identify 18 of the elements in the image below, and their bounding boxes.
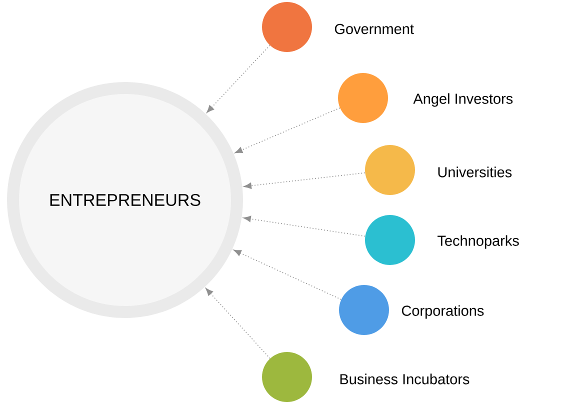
colored-circle: [365, 145, 415, 195]
circle-label: Universities: [438, 166, 512, 178]
colored-circle: [338, 73, 388, 123]
arrow: [206, 288, 270, 359]
circle-label: Business Incubators: [340, 374, 470, 384]
colored-circle: [339, 285, 389, 335]
circle-label: Technoparks: [438, 235, 519, 249]
colored-circle: [365, 215, 415, 265]
colored-circle: [262, 2, 312, 52]
circle-label: Angel Investors: [413, 93, 513, 107]
arrow: [244, 172, 366, 189]
arrow: [234, 107, 340, 154]
arrow: [234, 250, 342, 300]
circle-label: Government: [334, 24, 414, 34]
circle-label: Corporations: [402, 305, 484, 319]
colored-circle: [262, 352, 312, 402]
arrow: [206, 44, 270, 113]
arrow: [243, 216, 366, 237]
